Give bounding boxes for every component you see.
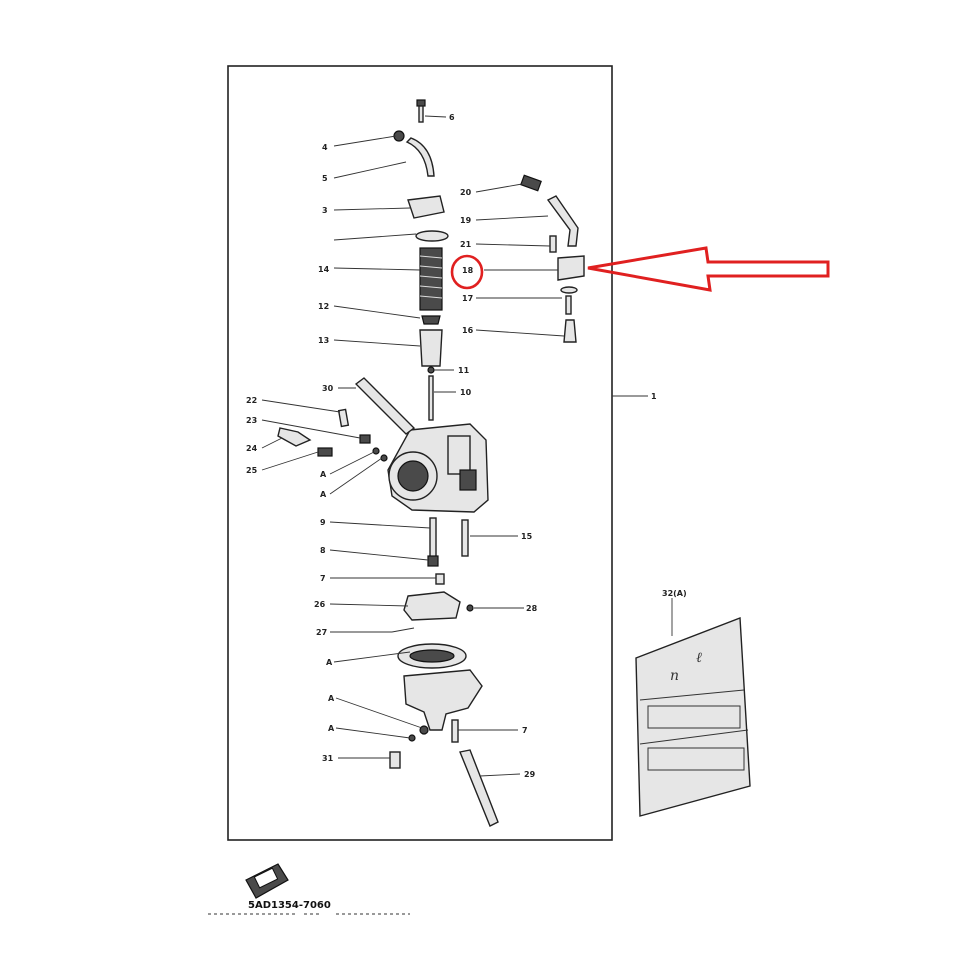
gasket-inner <box>409 649 455 663</box>
callout-7-upper: 7 <box>320 574 326 583</box>
jet-23-part <box>359 434 371 444</box>
float-bowl-part <box>403 669 483 731</box>
main-jet-part <box>429 517 437 559</box>
callout-3: 3 <box>322 206 328 215</box>
float-pin-part <box>466 604 474 612</box>
spring-25-part <box>317 447 333 457</box>
jet-8-part <box>427 555 439 567</box>
callout-6: 6 <box>449 113 455 122</box>
callout-11: 11 <box>458 366 470 375</box>
drain-screw-31 <box>389 751 401 769</box>
callout-28: 28 <box>526 604 538 613</box>
callout-32a: 32(A) <box>662 589 687 598</box>
callout-18: 18 <box>462 266 474 275</box>
diagram-frame <box>227 65 613 841</box>
red-arrow <box>587 246 830 292</box>
o-ring-part <box>560 286 578 294</box>
callout-1: 1 <box>651 392 657 401</box>
throttle-valve-part <box>419 329 443 367</box>
cable-part <box>405 137 435 177</box>
svg-text:ℓ: ℓ <box>696 650 702 666</box>
callout-13: 13 <box>318 336 329 345</box>
callout-9: 9 <box>320 518 326 527</box>
callout-24: 24 <box>246 444 258 453</box>
parts-column: n ℓ <box>245 99 751 899</box>
callout-25: 25 <box>246 466 258 475</box>
callout-15: 15 <box>521 532 533 541</box>
float-part <box>403 591 461 621</box>
callout-20: 20 <box>460 188 472 197</box>
callout-29: 29 <box>524 770 536 779</box>
callout-4: 4 <box>322 143 328 152</box>
callout-labels: 6 4 5 3 14 12 13 11 10 30 22 23 24 25 A … <box>246 113 687 779</box>
callout-30: 30 <box>322 384 334 393</box>
screw-21-part <box>549 235 557 253</box>
book-logo <box>245 863 289 899</box>
drain-ring <box>419 725 429 735</box>
callout-7-lower: 7 <box>522 726 528 735</box>
washer-part <box>415 230 449 242</box>
callout-21: 21 <box>460 240 472 249</box>
callout-19: 19 <box>460 216 472 225</box>
clip-part <box>421 315 441 325</box>
callout-a-4: A <box>328 694 335 703</box>
svg-text:n: n <box>670 668 679 684</box>
spring-part <box>419 247 443 311</box>
callout-8: 8 <box>320 546 326 555</box>
callout-10: 10 <box>460 388 472 397</box>
clip-ring-part <box>427 366 435 374</box>
screw-22-part <box>337 408 350 428</box>
callout-12: 12 <box>318 302 329 311</box>
screw-24-part <box>277 427 312 447</box>
drain-tube-part <box>459 749 499 827</box>
rod-17-part <box>565 295 572 315</box>
callout-26: 26 <box>314 600 326 609</box>
callout-17: 17 <box>462 294 473 303</box>
leader-lines <box>261 115 673 777</box>
screw-7-part <box>451 719 459 743</box>
cap-part <box>407 195 445 219</box>
hose-19-part <box>546 195 579 247</box>
callout-a-2: A <box>320 490 327 499</box>
callout-22: 22 <box>246 396 257 405</box>
callout-27: 27 <box>316 628 327 637</box>
callout-23: 23 <box>246 416 257 425</box>
callout-5: 5 <box>322 174 328 183</box>
callout-16: 16 <box>462 326 474 335</box>
carburetor-body <box>387 423 489 513</box>
callout-a-3: A <box>326 658 333 667</box>
callout-31: 31 <box>322 754 334 763</box>
callout-a-5: A <box>328 724 335 733</box>
gasket-sheet-part: n ℓ <box>635 617 751 817</box>
needle-27-part <box>391 627 415 633</box>
jet-15-part <box>461 519 469 557</box>
highlight-circle <box>450 254 484 290</box>
jet-7-part <box>435 573 445 585</box>
plunger-16-part <box>563 319 577 343</box>
figure-code-caption: 5AD1354-7060 <box>248 900 331 911</box>
callout-a-1: A <box>320 470 327 479</box>
callout-14: 14 <box>318 265 330 274</box>
ring-a1 <box>372 447 380 455</box>
screw-part <box>416 99 426 107</box>
screw-shaft <box>418 105 424 123</box>
fitting-20-part <box>520 174 542 192</box>
pipe-part <box>354 377 416 435</box>
ring-a2 <box>380 454 388 462</box>
needle-part <box>428 375 434 421</box>
starter-plunger-body <box>557 255 585 281</box>
